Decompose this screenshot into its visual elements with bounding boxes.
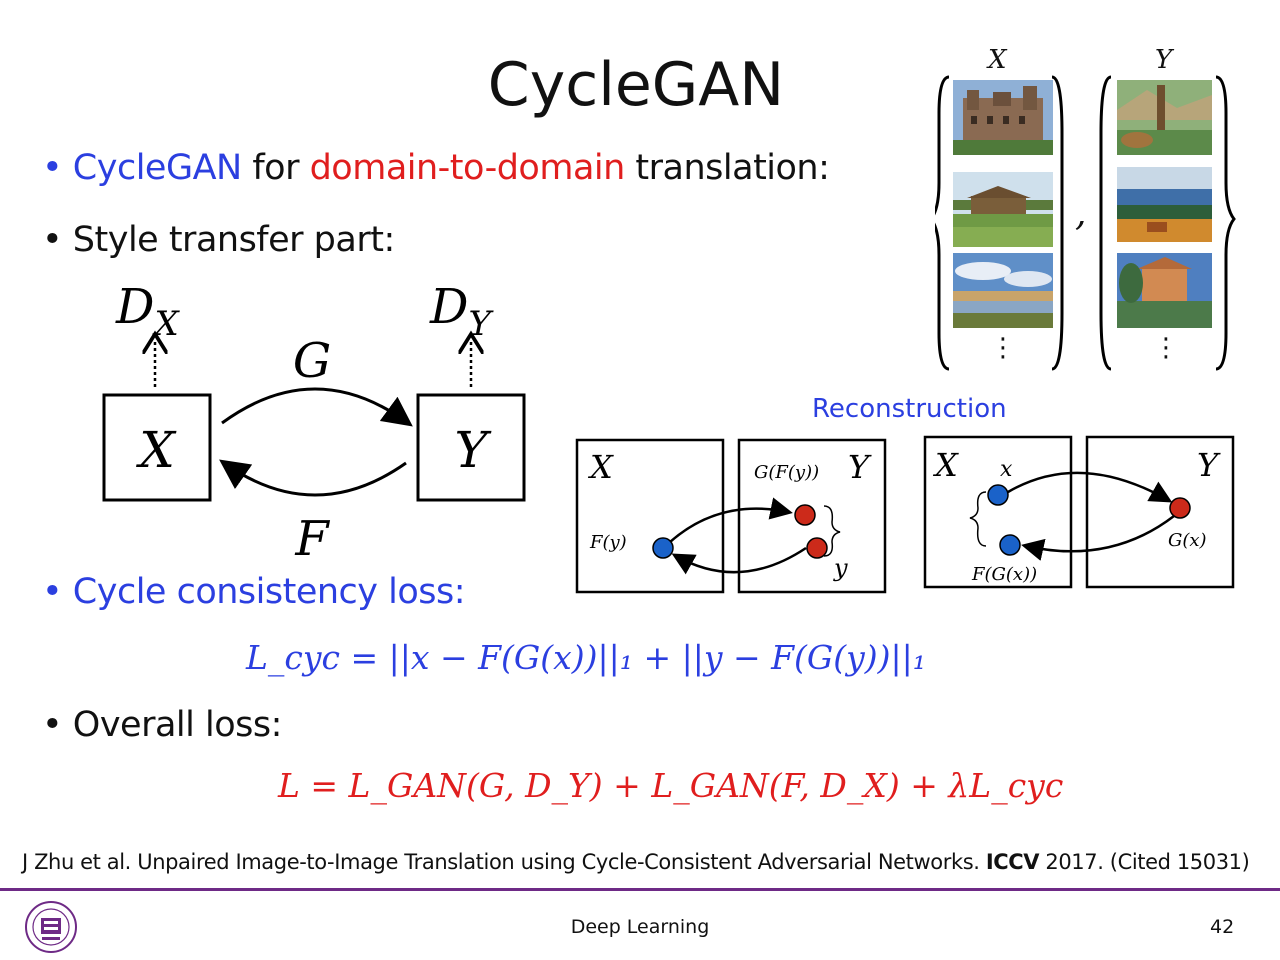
term-cyclegan: CycleGAN — [72, 148, 242, 188]
x-ellipsis: ⋮ — [990, 333, 1016, 363]
dx-label: DX — [115, 279, 180, 344]
recon-right-y-box — [1085, 435, 1235, 589]
recon-left-x-box — [575, 438, 725, 594]
recon-right-x-label: X — [932, 446, 959, 484]
bullet-text: Style transfer part: — [72, 220, 395, 260]
y-image-painting-1 — [1117, 80, 1212, 155]
bullet-cyclegan: • CycleGAN for domain-to-domain translat… — [42, 148, 830, 188]
bullet-dot: • — [42, 705, 63, 745]
image-sets: X Y — [935, 45, 1240, 375]
f-label: F — [294, 511, 330, 567]
set-x-label: X — [988, 45, 1007, 75]
equation-overall-loss: L = L_GAN(G, D_Y) + L_GAN(F, D_X) + λL_c… — [278, 766, 1064, 805]
fy-label: F(y) — [589, 532, 627, 553]
gx-point — [1169, 497, 1191, 519]
recon-right-f-arrow — [1021, 515, 1175, 561]
y-image-painting-3 — [1117, 253, 1212, 328]
recon-right-g-arrow — [1007, 471, 1173, 503]
right-paren-x — [1051, 75, 1064, 371]
left-paren-y — [1099, 75, 1112, 371]
footer-course: Deep Learning — [570, 916, 710, 938]
gfy-label: G(F(y)) — [754, 462, 819, 483]
dy-label: DY — [429, 279, 494, 344]
citation: J Zhu et al. Unpaired Image-to-Image Tra… — [22, 850, 1250, 874]
bullet-cycle-loss: • Cycle consistency loss: — [42, 572, 466, 612]
g-arrow — [221, 387, 413, 427]
recon-left-x-label: X — [587, 448, 614, 486]
gfy-point — [794, 504, 816, 526]
bullet-overall-loss: • Overall loss: — [42, 705, 282, 745]
bullet-dot: • — [42, 572, 63, 612]
right-brace-y — [1215, 75, 1236, 371]
y-ellipsis: ⋮ — [1153, 333, 1179, 363]
recon-right-x-box — [923, 435, 1073, 589]
equation-cycle-loss: L_cyc = ||x − F(G(x))||₁ + ||y − F(G(y))… — [246, 638, 926, 677]
y-image-painting-2 — [1117, 167, 1212, 242]
text-for: for — [241, 148, 310, 188]
recon-left-y-label: Y — [848, 448, 872, 486]
x-image-castle — [953, 80, 1053, 155]
gan-diagram: X Y DX DY G F — [102, 279, 526, 567]
footer-divider — [0, 888, 1280, 891]
x-point-label: x — [1000, 457, 1013, 482]
set-y-label: Y — [1155, 45, 1173, 75]
left-brace-x — [935, 75, 950, 371]
recon-right-brace — [969, 491, 987, 547]
x-image-house — [953, 172, 1053, 247]
g-label: G — [293, 333, 331, 389]
y-point — [806, 537, 828, 559]
bullet-text: Overall loss: — [72, 705, 283, 745]
slide-title: CycleGAN — [487, 50, 785, 120]
term-domain: domain-to-domain — [309, 148, 626, 188]
recon-left-brace — [823, 505, 841, 557]
bullet-text: Cycle consistency loss: — [72, 572, 466, 612]
node-x-box — [102, 393, 212, 502]
node-y-label: Y — [454, 421, 491, 479]
gx-label: G(x) — [1168, 530, 1207, 551]
y-point-label: y — [833, 554, 848, 582]
bullet-dot: • — [42, 220, 63, 260]
x-image-river — [953, 253, 1053, 328]
fgx-label: F(G(x)) — [971, 564, 1037, 585]
text-translation: translation: — [624, 148, 830, 188]
node-x-label: X — [135, 421, 177, 479]
recon-right-y-label: Y — [1197, 446, 1221, 484]
page-number: 42 — [1210, 916, 1235, 938]
fy-point — [652, 537, 674, 559]
citation-text: J Zhu et al. Unpaired Image-to-Image Tra… — [22, 850, 986, 874]
citation-venue: ICCV — [985, 850, 1040, 874]
fgx-point — [999, 534, 1021, 556]
recon-left-f-arrow — [671, 546, 807, 575]
set-brackets — [935, 75, 1236, 371]
bullet-style-transfer: • Style transfer part: — [42, 220, 395, 260]
sets-comma: , — [1075, 193, 1087, 234]
reconstruction-diagram: X Y G(F(y)) F(y) y X Y x G(x) F(G(x)) — [575, 435, 1235, 594]
recon-left-y-box — [737, 438, 887, 594]
node-y-box — [416, 393, 526, 502]
bullet-dot: • — [42, 148, 63, 188]
university-logo — [24, 900, 78, 954]
x-point — [987, 484, 1009, 506]
citation-year: 2017. (Cited 15031) — [1039, 850, 1250, 874]
recon-left-g-arrow — [669, 497, 793, 543]
f-arrow — [219, 459, 407, 497]
reconstruction-heading: Reconstruction — [812, 394, 1007, 424]
